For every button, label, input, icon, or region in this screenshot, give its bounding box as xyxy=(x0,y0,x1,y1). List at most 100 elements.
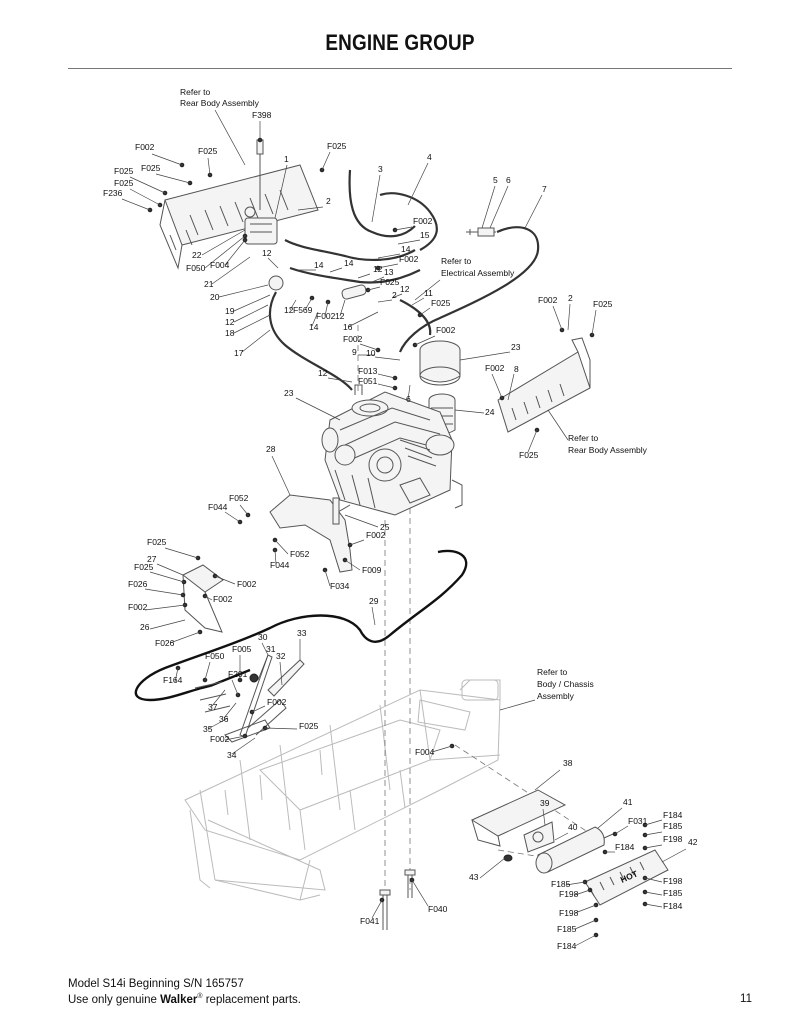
callout-F040: F040 xyxy=(428,904,448,914)
callout-c22: 22 xyxy=(192,250,202,260)
callout-F002-c: F002 xyxy=(399,254,419,264)
leader-F198-b xyxy=(574,889,591,896)
callout-refer-electrical-2: Electrical Assembly xyxy=(441,268,515,278)
callout-F002-m: F002 xyxy=(267,697,287,707)
callout-c12-d: 12 xyxy=(225,317,235,327)
callout-c24: 24 xyxy=(485,407,495,417)
callout-F185-c: F185 xyxy=(663,888,683,898)
page-title: ENGINE GROUP xyxy=(325,30,475,55)
callout-c16: 16 xyxy=(343,322,353,332)
leader-F044-b xyxy=(274,549,277,565)
callout-c2-b: 2 xyxy=(392,290,397,300)
callout-F004-a: F004 xyxy=(210,260,230,270)
callout-F185-d: F185 xyxy=(557,924,577,934)
callout-F041: F041 xyxy=(360,916,380,926)
callout-c26: 26 xyxy=(140,622,150,632)
leader-F164 xyxy=(174,667,179,683)
callout-c11: 11 xyxy=(424,288,433,298)
exhaust-assembly: HOT xyxy=(470,789,669,906)
callout-F184-d: F184 xyxy=(663,901,683,911)
leader-F185-d xyxy=(574,919,597,930)
leader-c12-c xyxy=(391,293,403,299)
leader-F002-a xyxy=(151,153,183,166)
callout-c14-a: 14 xyxy=(401,244,411,254)
callout-F198-b: F198 xyxy=(559,889,579,899)
leader-c38 xyxy=(534,769,561,791)
callout-F051: F051 xyxy=(358,376,378,386)
callout-refer-rear-body-right-2: Rear Body Assembly xyxy=(568,445,648,455)
callout-F052-b: F052 xyxy=(290,549,310,559)
leader-c12-f xyxy=(339,299,346,317)
leader-c40 xyxy=(554,832,569,841)
leader-F185-c xyxy=(644,891,663,896)
callout-F013: F013 xyxy=(358,366,378,376)
leader-F002-j xyxy=(214,575,236,585)
leader-c41 xyxy=(597,807,623,829)
leader-c31 xyxy=(257,654,269,681)
leader-c34 xyxy=(231,737,256,755)
callout-F002-l: F002 xyxy=(128,602,148,612)
engine xyxy=(321,384,463,516)
callout-c4: 4 xyxy=(427,152,432,162)
leader-refer-rear-body-top-2 xyxy=(214,109,246,166)
leader-F026-a xyxy=(144,588,184,596)
leader-c14-d xyxy=(311,311,319,327)
callout-F185-b: F185 xyxy=(551,879,571,889)
callout-F002-j: F002 xyxy=(237,579,257,589)
leader-c23-b xyxy=(295,397,341,421)
leader-c2-a xyxy=(297,206,324,211)
leader-c16 xyxy=(347,311,379,328)
callout-F002-d: F002 xyxy=(316,311,336,321)
leader-F184-a xyxy=(644,819,663,826)
leader-F002-i xyxy=(349,539,365,546)
leader-c15 xyxy=(397,239,421,245)
leader-F002-c xyxy=(377,263,399,269)
leader-F013 xyxy=(377,373,396,379)
callout-refer-chassis-1: Refer to xyxy=(537,667,568,677)
leader-F025-h xyxy=(591,309,597,336)
leader-c36 xyxy=(223,702,237,719)
callout-F198-d: F198 xyxy=(559,908,579,918)
genuine-parts-line: Use only genuine Walker® replacement par… xyxy=(68,993,301,1006)
leader-c25 xyxy=(344,514,379,528)
callout-refer-rear-body-right-1: Refer to xyxy=(568,433,599,443)
callout-c35: 35 xyxy=(203,724,213,734)
leader-F002-k xyxy=(204,595,213,601)
fuel-pump xyxy=(244,139,367,300)
leader-F025-g xyxy=(419,307,431,316)
model-line: Model S14i Beginning S/N 165757 xyxy=(68,978,244,990)
page-number: 11 xyxy=(740,993,752,1005)
leader-c12-g xyxy=(327,377,353,383)
leader-refer-electrical-2 xyxy=(414,279,441,301)
chassis-bolts xyxy=(379,869,416,930)
leader-F201 xyxy=(231,679,239,696)
callout-c18: 18 xyxy=(225,328,235,338)
callout-F044-a: F044 xyxy=(208,502,228,512)
leader-refer-rear-body-right-2 xyxy=(547,409,569,441)
leader-c1 xyxy=(274,164,288,219)
leader-refer-chassis-3 xyxy=(499,699,536,711)
leader-c17 xyxy=(241,329,271,353)
callout-F025-f: F025 xyxy=(380,277,400,287)
callout-c14-c: 14 xyxy=(314,260,324,270)
callout-c25: 25 xyxy=(380,522,390,532)
leader-F004-b xyxy=(431,745,453,753)
leader-c12-a xyxy=(267,257,279,269)
title-rule xyxy=(68,68,732,69)
leader-F002-d xyxy=(324,301,329,317)
callout-F050-a: F050 xyxy=(186,263,206,273)
callout-F198-a: F198 xyxy=(663,834,683,844)
leader-F009 xyxy=(344,559,361,571)
callout-c28: 28 xyxy=(266,444,276,454)
leader-F050-b xyxy=(204,661,211,681)
callout-F004-b: F004 xyxy=(415,747,435,757)
callout-F002-b: F002 xyxy=(413,216,433,226)
engine-mount-plate xyxy=(269,494,353,573)
leader-F025-k xyxy=(149,571,185,583)
leader-F198-c xyxy=(644,877,663,883)
leader-F002-h xyxy=(491,373,503,399)
callout-F002-i: F002 xyxy=(366,530,386,540)
callout-c12-g: 12 xyxy=(318,368,328,378)
leader-c6 xyxy=(489,185,509,229)
